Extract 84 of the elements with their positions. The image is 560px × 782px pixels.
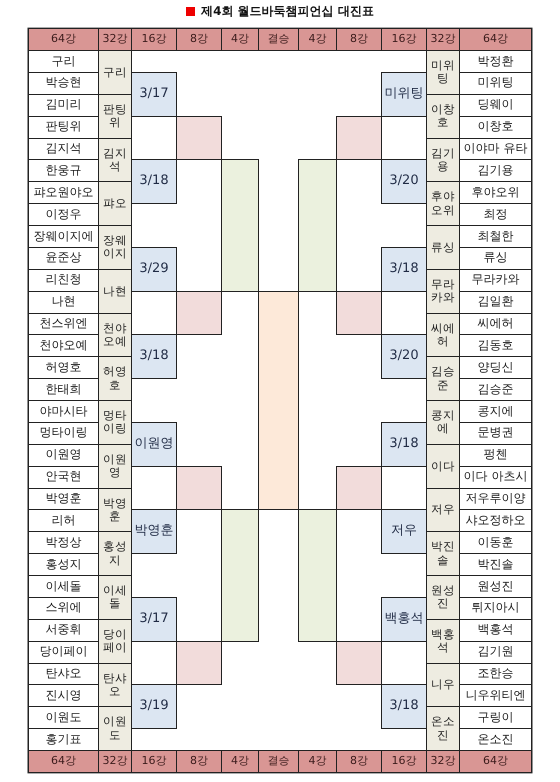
round-header: 8강 xyxy=(336,750,382,773)
round-16-box: 박영훈 xyxy=(131,509,177,554)
semifinal-box xyxy=(221,159,259,292)
round-header: 32강 xyxy=(98,750,132,773)
chart-title: 제4회 월드바둑챔피언십 대진표 xyxy=(201,3,374,20)
round-16-box: 3/20 xyxy=(381,334,427,380)
round-header: 64강 xyxy=(459,750,532,773)
round-32-cell: 김승준 xyxy=(426,356,460,401)
round-32-cell: 원성진 xyxy=(426,575,460,620)
round-16-box: 3/18 xyxy=(381,246,427,292)
round-32-cell: 미위팅 xyxy=(426,50,460,95)
round-header: 64강 xyxy=(459,28,532,51)
round-header: 16강 xyxy=(131,750,177,773)
round-16-box: 3/18 xyxy=(131,334,177,380)
round-32-cell: 멍타이링 xyxy=(98,400,132,445)
round-header: 결승 xyxy=(258,28,299,51)
round-header: 4강 xyxy=(221,28,259,51)
quarterfinal-box xyxy=(176,116,222,160)
round-32-cell: 백홍석 xyxy=(426,618,460,664)
round-header: 16강 xyxy=(381,28,427,51)
round-32-cell: 이세돌 xyxy=(98,575,132,620)
round-header: 8강 xyxy=(336,28,382,51)
round-header: 8강 xyxy=(176,28,222,51)
round-32-cell: 홍성지 xyxy=(98,531,132,576)
round-header: 결승 xyxy=(258,750,299,773)
round-32-cell: 허영호 xyxy=(98,356,132,401)
round-32-cell: 박영훈 xyxy=(98,488,132,532)
round-32-cell: 탄샤오 xyxy=(98,662,132,708)
quarterfinal-box xyxy=(176,466,222,510)
round-16-box: 3/18 xyxy=(381,684,427,730)
round-16-box: 이원영 xyxy=(131,422,177,467)
quarterfinal-box xyxy=(336,116,382,160)
round-header: 16강 xyxy=(381,750,427,773)
round-16-box: 3/18 xyxy=(131,159,177,204)
round-16-box: 저우 xyxy=(381,509,427,554)
round-32-cell: 김지석 xyxy=(98,138,132,182)
semifinal-box xyxy=(298,509,337,642)
round-16-box: 3/17 xyxy=(131,596,177,642)
round-32-cell: 이원도 xyxy=(98,706,132,751)
round-32-cell: 씨에허 xyxy=(426,312,460,358)
round-32-cell: 박진솔 xyxy=(426,531,460,576)
round-16-box: 미위팅 xyxy=(381,72,427,117)
quarterfinal-box xyxy=(176,290,222,336)
final-box xyxy=(258,290,299,510)
round-header: 4강 xyxy=(298,750,337,773)
round-16-box: 3/29 xyxy=(131,246,177,292)
round-32-cell: 구리 xyxy=(98,50,132,95)
round-16-box: 백홍석 xyxy=(381,596,427,642)
round-32-cell: 저우 xyxy=(426,488,460,532)
round-32-cell: 온소진 xyxy=(426,706,460,751)
round-header: 4강 xyxy=(298,28,337,51)
round-header: 32강 xyxy=(98,28,132,51)
round-header: 4강 xyxy=(221,750,259,773)
round-header: 64강 xyxy=(28,750,99,773)
semifinal-box xyxy=(221,509,259,642)
round-32-cell: 니우 xyxy=(426,662,460,708)
round-header: 8강 xyxy=(176,750,222,773)
round-32-cell: 이창호 xyxy=(426,94,460,138)
quarterfinal-box xyxy=(176,640,222,686)
round-32-cell: 퍄오 xyxy=(98,181,132,226)
quarterfinal-box xyxy=(336,640,382,686)
round-32-cell: 김기용 xyxy=(426,138,460,182)
round-32-cell: 천야오예 xyxy=(98,312,132,358)
round-32-cell: 이원영 xyxy=(98,444,132,488)
quarterfinal-box xyxy=(336,466,382,510)
round-32-cell: 무라카와 xyxy=(426,268,460,314)
semifinal-box xyxy=(298,159,337,292)
round-32-cell: 당이페이 xyxy=(98,618,132,664)
round-32-cell: 콩지에 xyxy=(426,400,460,445)
round-16-box: 3/18 xyxy=(381,422,427,467)
round-header: 64강 xyxy=(28,28,99,51)
round-32-cell: 이다 xyxy=(426,444,460,488)
round-32-cell: 나현 xyxy=(98,268,132,314)
round-16-box: 3/17 xyxy=(131,72,177,117)
round-32-cell: 후야오위 xyxy=(426,181,460,226)
round-16-box: 3/19 xyxy=(131,684,177,730)
round-32-cell: 판팅위 xyxy=(98,94,132,138)
round-32-cell: 류싱 xyxy=(426,225,460,270)
round-header: 16강 xyxy=(131,28,177,51)
quarterfinal-box xyxy=(336,290,382,336)
round-32-cell: 장웨이지 xyxy=(98,225,132,270)
round-header: 32강 xyxy=(426,750,460,773)
round-16-box: 3/20 xyxy=(381,159,427,204)
round-header: 32강 xyxy=(426,28,460,51)
